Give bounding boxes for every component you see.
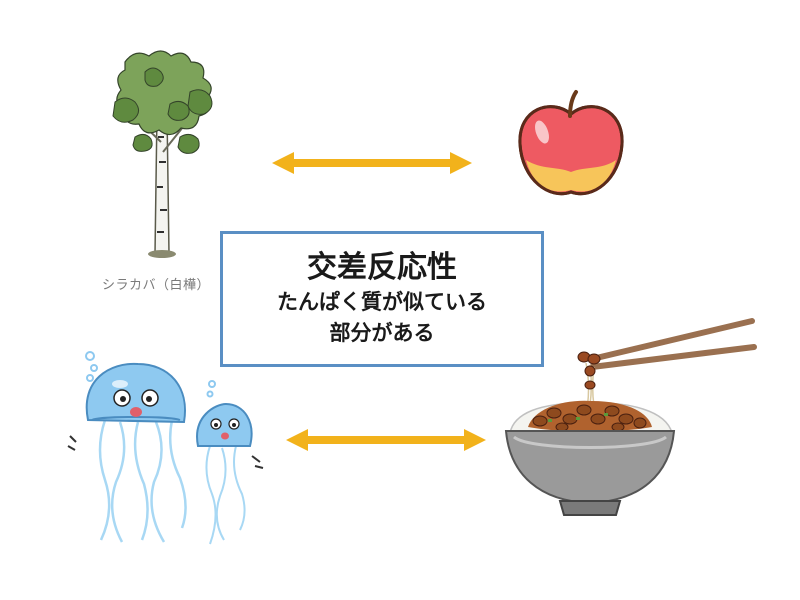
birch-tree-icon: [95, 42, 235, 262]
cross-reactivity-box: 交差反応性 たんぱく質が似ている 部分がある: [220, 231, 544, 367]
apple-icon: [512, 88, 630, 206]
double-headed-arrow-icon: [286, 427, 486, 453]
jellyfish-icon: [60, 350, 275, 560]
birch-caption: シラカバ（白樺）: [102, 278, 211, 293]
double-headed-arrow-icon: [272, 150, 472, 176]
box-line-1: たんぱく質が似ている: [277, 290, 487, 314]
box-title: 交差反応性: [307, 250, 457, 285]
box-line-2: 部分がある: [329, 321, 435, 345]
natto-rice-bowl-icon: [500, 315, 760, 527]
